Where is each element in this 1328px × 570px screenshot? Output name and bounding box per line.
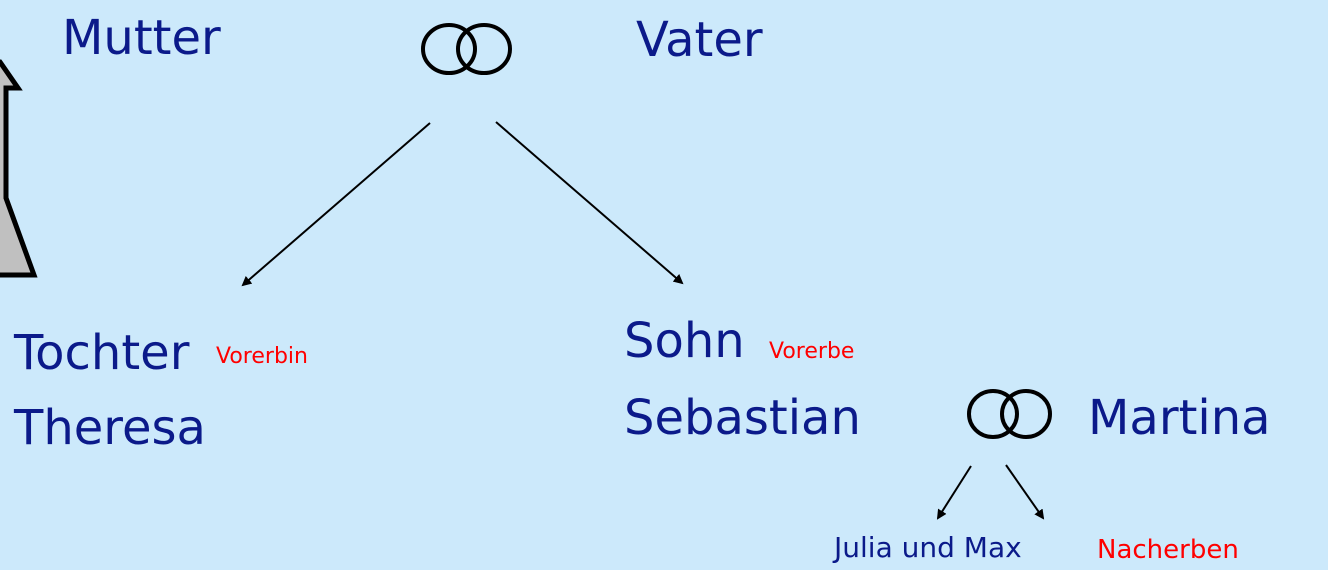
daughter-name-label: Theresa [14,400,206,456]
son-spouse-label: Martina [1088,390,1271,446]
house-outline-icon [0,59,38,278]
daughter-role-label: Vorerbin [216,344,308,369]
father-label: Vater [636,12,763,68]
grandchildren-role-label: Nacherben [1097,535,1239,565]
arrow-to-daughter [241,122,431,287]
mother-label: Mutter [62,10,221,66]
son-relation-label: Sohn [624,313,745,369]
interlocking-rings-icon [967,389,1052,439]
interlocking-rings-icon [421,23,512,75]
arrow-to-son [495,121,684,285]
son-role-label: Vorerbe [769,339,855,364]
grandchildren-names-label: Julia und Max [834,531,1022,564]
son-name-label: Sebastian [624,390,861,446]
arrow-to-grandchild-right [1005,464,1045,520]
arrow-to-grandchild-left [936,465,972,520]
daughter-relation-label: Tochter [14,325,190,381]
